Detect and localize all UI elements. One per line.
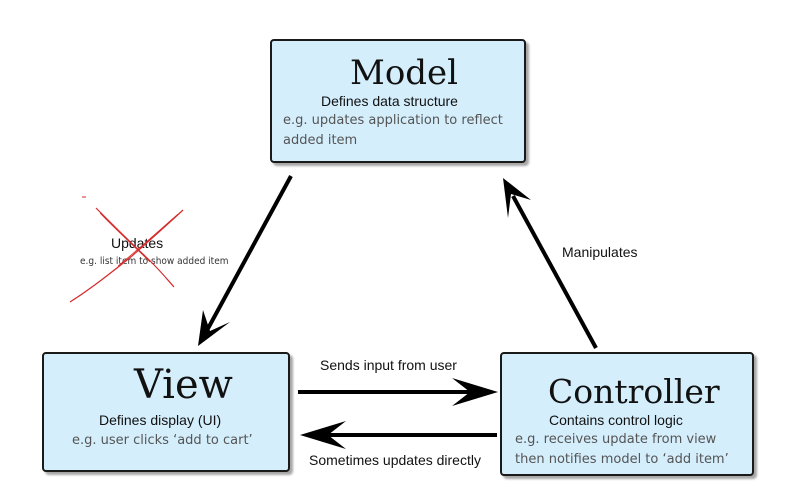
arrowhead-view-to-controller (452, 378, 498, 406)
sometimes-updates-label: Sometimes updates directly (309, 452, 481, 468)
view-title: View (134, 362, 233, 408)
view-subtitle: Defines display (UI) (99, 412, 222, 428)
strike-line-1 (95, 207, 175, 288)
model-example-line1: e.g. updates application to reflect (283, 113, 503, 128)
strike-line-3 (99, 212, 151, 263)
controller-example-line1: e.g. receives update from view (515, 432, 717, 447)
arrowhead-controller-to-view (300, 421, 346, 449)
strike-line-2 (69, 209, 184, 303)
controller-example-line2: then notifies model to ‘add item’ (515, 452, 729, 467)
strike-line-4 (117, 213, 179, 267)
controller-subtitle: Contains control logic (549, 412, 683, 428)
model-example-line2: added item (283, 133, 358, 148)
arrow-controller-to-model (511, 195, 598, 349)
view-box: View Defines display (UI) e.g. user clic… (42, 352, 290, 472)
arrowhead-model-to-view (198, 310, 230, 346)
arrow-model-to-view (203, 175, 293, 335)
controller-box: Controller Contains control logic e.g. r… (500, 352, 754, 476)
arrowhead-controller-to-model (503, 178, 531, 218)
model-box: Model Defines data structure e.g. update… (270, 39, 526, 163)
view-example: e.g. user clicks ‘add to cart’ (72, 433, 253, 448)
model-subtitle: Defines data structure (321, 93, 458, 109)
model-title: Model (350, 53, 459, 93)
updates-example: e.g. list item to show added item (80, 256, 229, 267)
manipulates-label: Manipulates (562, 244, 638, 260)
sends-input-label: Sends input from user (320, 357, 457, 373)
controller-title: Controller (548, 372, 720, 411)
